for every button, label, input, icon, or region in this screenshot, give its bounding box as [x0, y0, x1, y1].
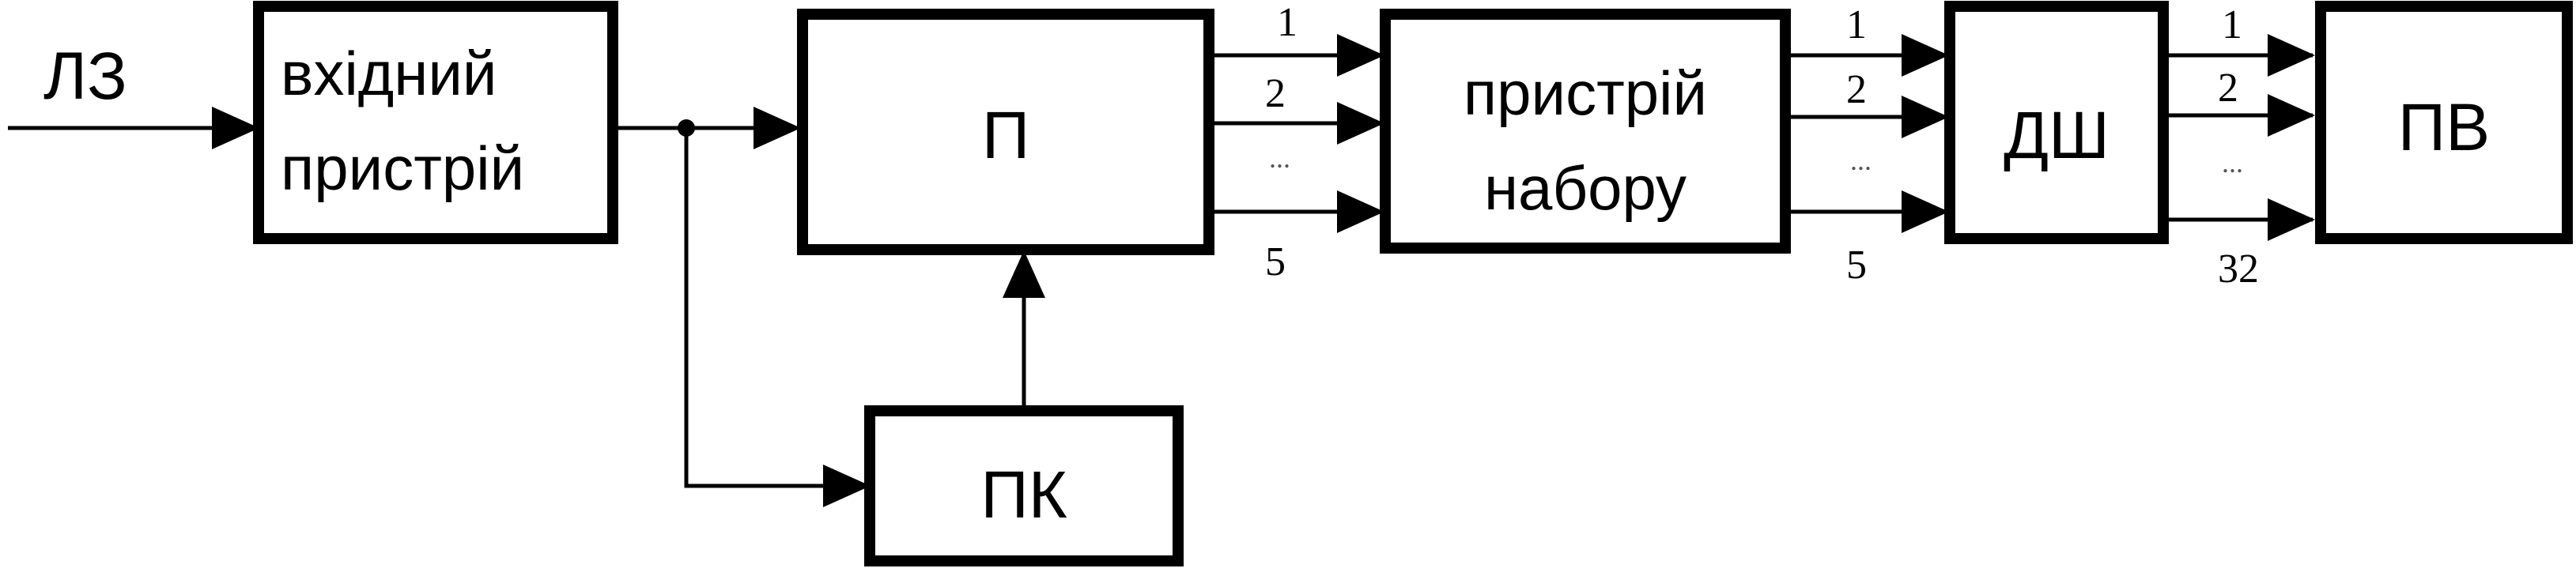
input-device-block — [253, 1, 618, 244]
bus2-num-2: 2 — [1846, 67, 1867, 112]
bus2-num-5: 5 — [1846, 243, 1867, 288]
pk-label: ПК — [980, 457, 1067, 532]
bus1-num-2: 2 — [1265, 71, 1286, 116]
bus3-num-32: 32 — [2218, 246, 2259, 292]
bus2-ellipsis: ... — [1850, 145, 1872, 176]
dsh-label: ДШ — [2004, 98, 2110, 172]
input-device-label-line1: вхідний — [281, 39, 497, 108]
branch-to-pk-line — [684, 128, 871, 507]
input-label: ЛЗ — [43, 39, 127, 113]
bus3-ellipsis: ... — [2222, 147, 2243, 179]
bus3-num-1: 1 — [2222, 2, 2242, 47]
input-device-label-line2: пристрій — [281, 134, 524, 203]
p-block — [797, 9, 1214, 255]
bus1-num-5: 5 — [1265, 239, 1286, 284]
set-device-label-line2: набору — [1484, 153, 1686, 223]
pv-label: ПВ — [2398, 90, 2490, 164]
bus1-ellipsis: ... — [1269, 142, 1290, 174]
set-device-block — [1380, 9, 1791, 254]
p-label: П — [982, 98, 1029, 172]
bus2-num-1: 1 — [1846, 2, 1867, 47]
pk-block — [864, 405, 1184, 566]
bus1-num-1: 1 — [1277, 0, 1297, 45]
bus3-num-2: 2 — [2218, 66, 2238, 111]
pv-block — [2315, 1, 2573, 244]
set-device-label-line1: пристрій — [1464, 58, 1707, 128]
dsh-block — [1944, 1, 2169, 244]
